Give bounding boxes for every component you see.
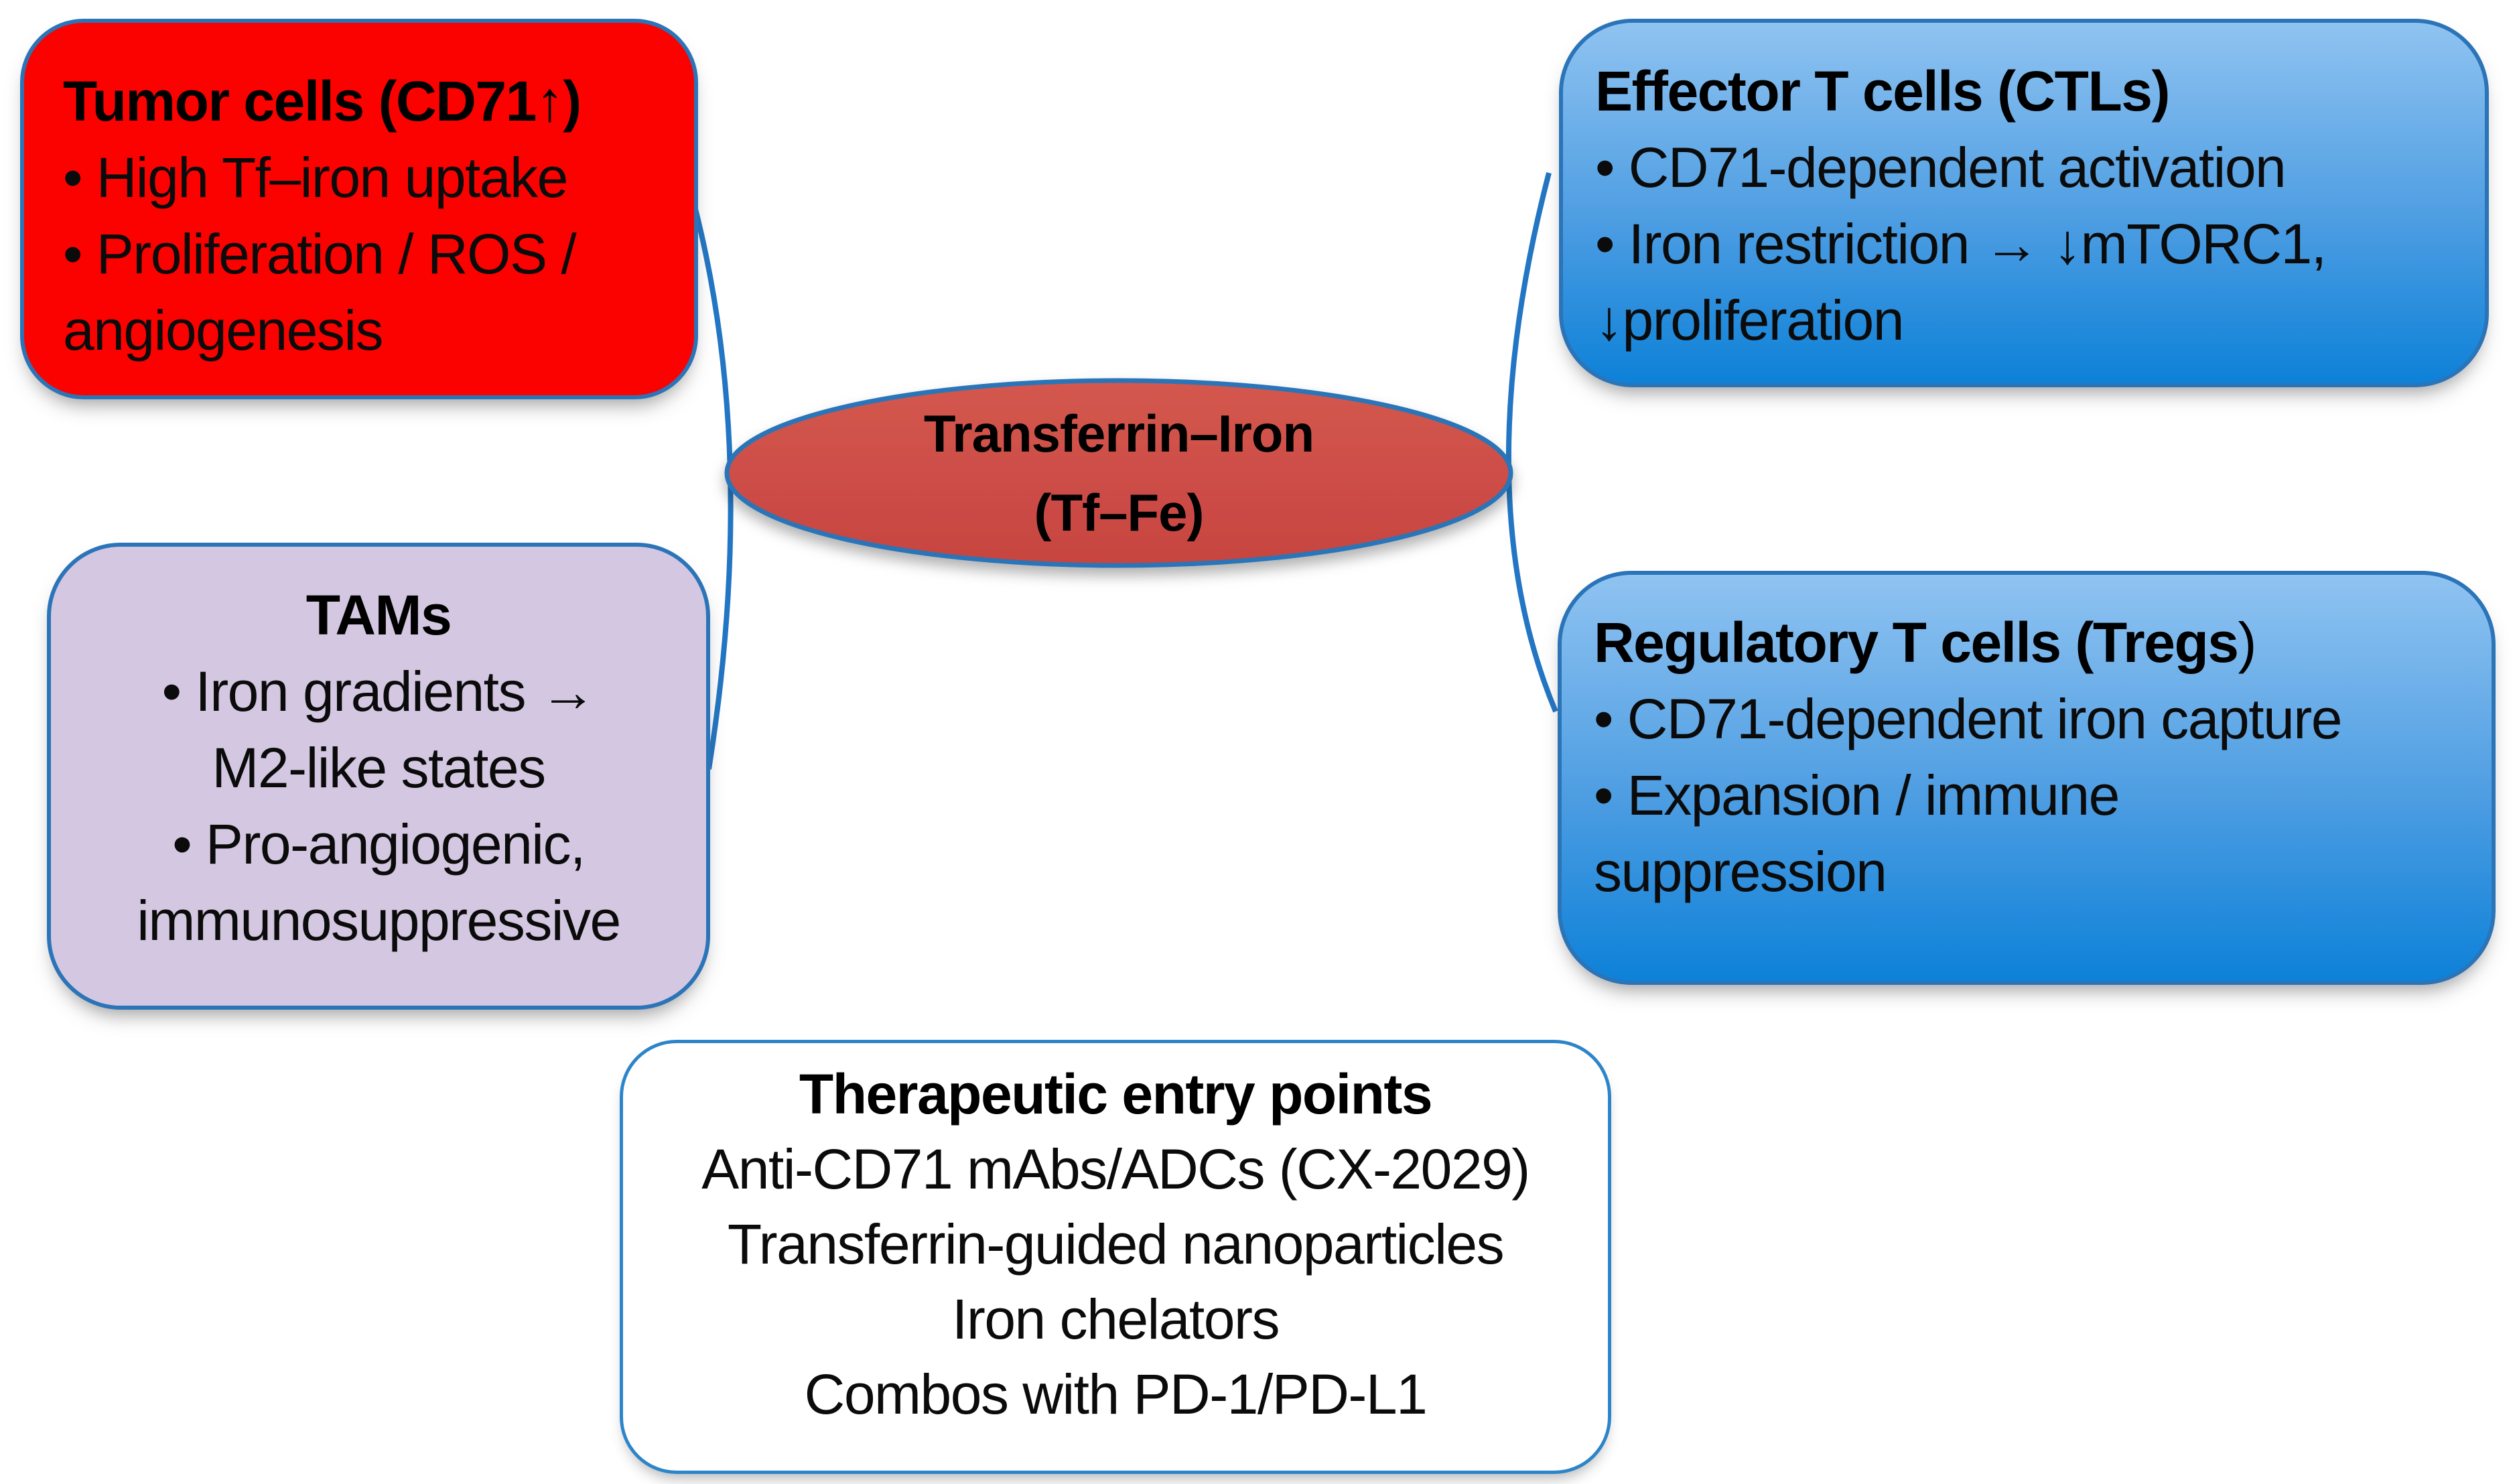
therapeutic-item-line: Combos with PD-1/PD-L1 [804, 1363, 1428, 1426]
therapeutic-item-line: Anti-CD71 mAbs/ADCs (CX-2029) [701, 1138, 1530, 1201]
tregs-title-main: Regulatory T cells (Tregs [1594, 611, 2239, 674]
effector-bullet-line: ↓proliferation [1595, 289, 1904, 352]
tumor-bullet-line: angiogenesis [63, 299, 384, 362]
tregs-bullet-line: suppression [1594, 840, 1887, 903]
therapeutic-item-line: Transferrin-guided nanoparticles [727, 1213, 1505, 1276]
tams-bullet-line: immunosuppressive [137, 889, 621, 952]
therapeutic-item-line: Iron chelators [952, 1288, 1280, 1351]
effector-bullet-line: • CD71-dependent activation [1595, 136, 2287, 199]
effector-t-cells-title: Effector T cells (CTLs) [1595, 60, 2170, 123]
tumor-cells-title: Tumor cells (CD71↑) [63, 70, 582, 133]
effector-t-cells-box: Effector T cells (CTLs) • CD71-dependent… [1559, 19, 2489, 387]
tams-bullet-line: M2-like states [212, 736, 546, 799]
tumor-bullet-line: • Proliferation / ROS / [63, 222, 577, 285]
tumor-bullet-line: • High Tf–iron uptake [63, 146, 568, 209]
tregs-title: Regulatory T cells (Tregs) [1594, 604, 2481, 681]
tregs-bullet-line: • Expansion / immune [1594, 764, 2120, 827]
therapeutic-title: Therapeutic entry points [799, 1063, 1433, 1126]
connector-line-right [1505, 172, 1558, 713]
tregs-box: Regulatory T cells (Tregs) • CD71-depend… [1558, 571, 2496, 985]
center-node-line1: Transferrin–Iron [923, 404, 1314, 463]
effector-bullet-line: • Iron restriction → ↓mTORC1, [1595, 212, 2327, 275]
tams-bullet-line: • Iron gradients → [161, 660, 596, 723]
center-node-line2: (Tf–Fe) [1034, 483, 1205, 542]
center-node-label: Transferrin–Iron (Tf–Fe) [727, 398, 1511, 548]
tregs-title-paren: ) [2238, 611, 2256, 674]
tregs-bullet-line: • CD71-dependent iron capture [1594, 687, 2342, 750]
tams-bullet-line: • Pro-angiogenic, [172, 813, 586, 876]
tumor-cells-box: Tumor cells (CD71↑) • High Tf–iron uptak… [20, 19, 698, 399]
tams-box: TAMs • Iron gradients → M2-like states •… [47, 543, 710, 1010]
tams-title: TAMs [305, 584, 452, 647]
transferrin-iron-ellipse [724, 378, 1513, 568]
therapeutic-entry-points-box: Therapeutic entry points Anti-CD71 mAbs/… [620, 1040, 1611, 1474]
